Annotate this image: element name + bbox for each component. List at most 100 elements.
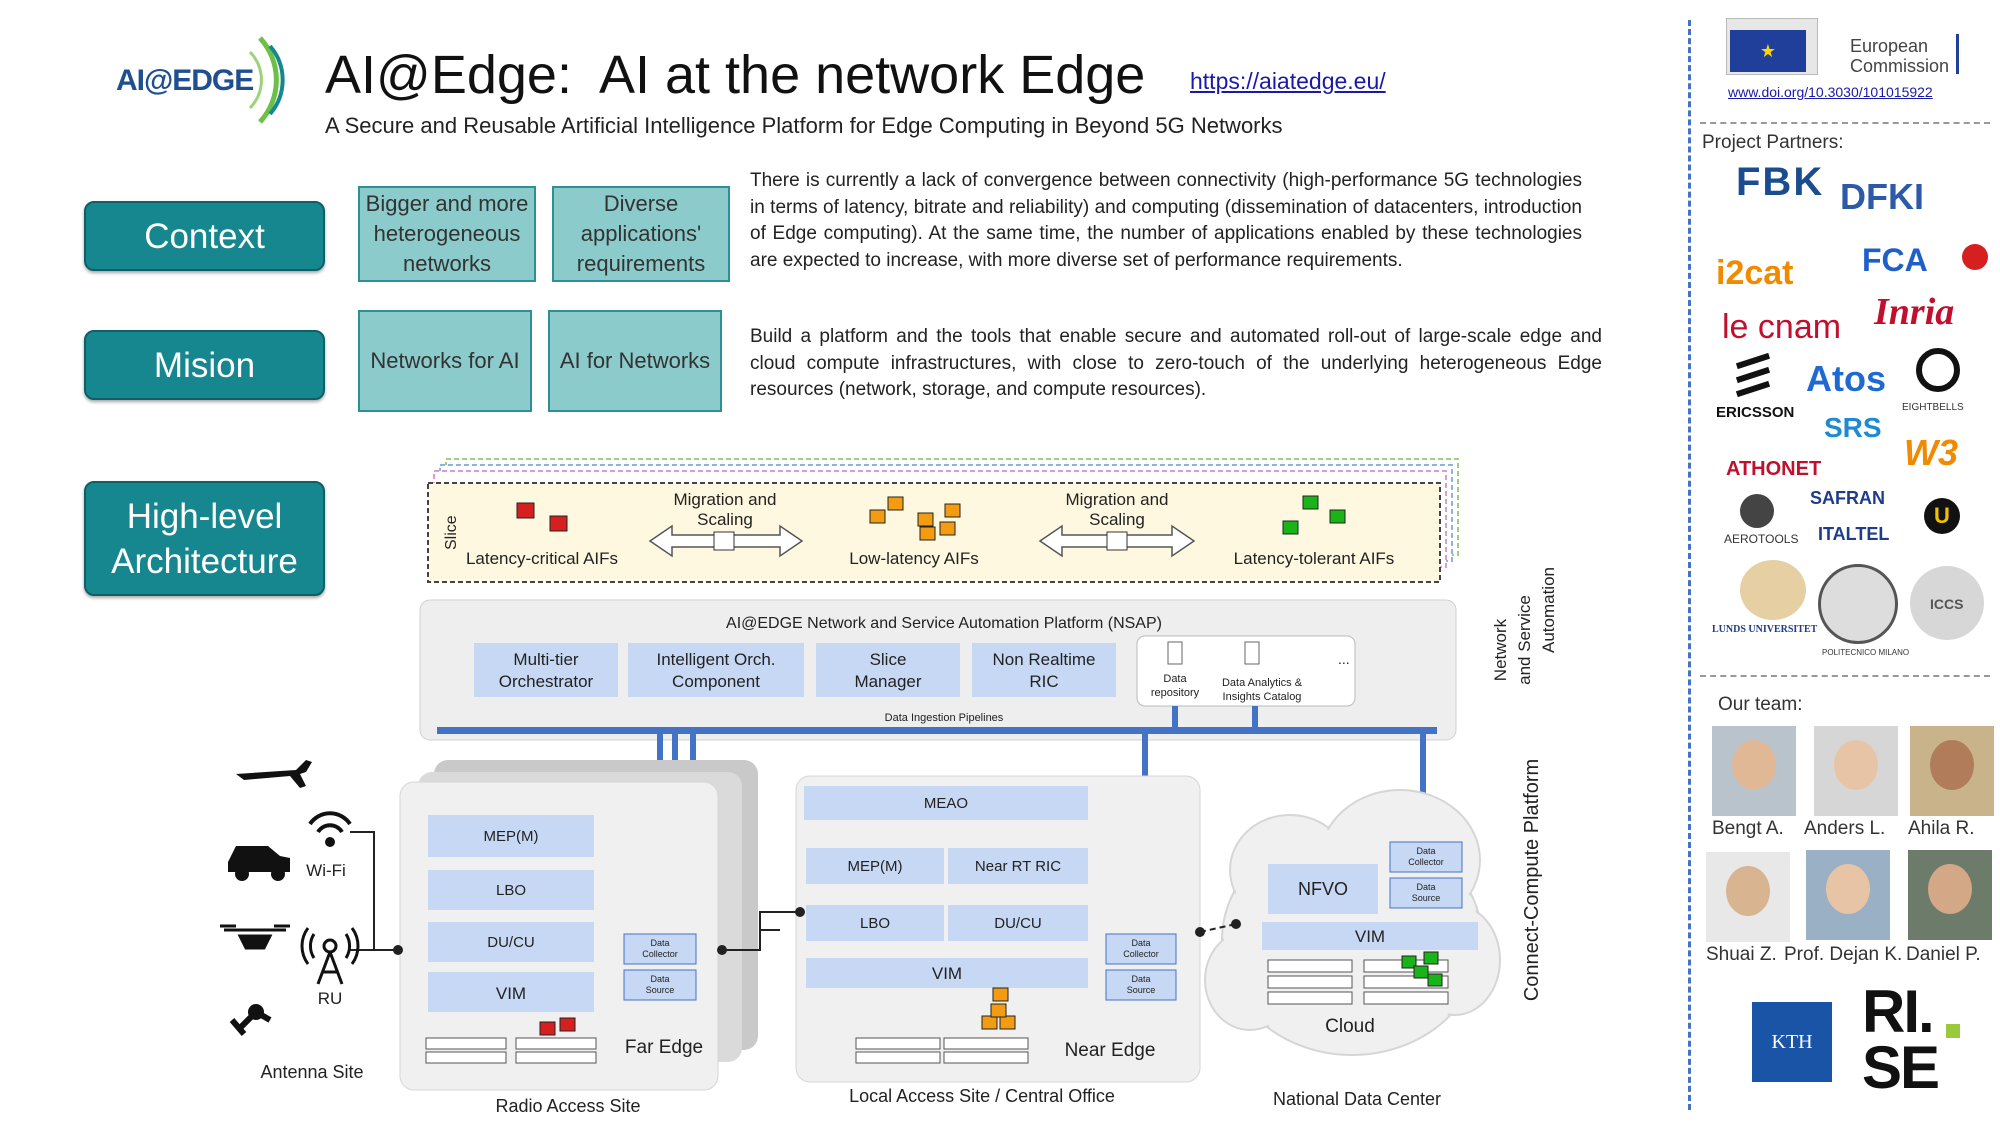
radio-vim-module xyxy=(428,972,594,1012)
migration-label-2b: Scaling xyxy=(1089,510,1145,529)
partner-logo-italtel: ITALTEL xyxy=(1818,524,1890,544)
partner-logo-athonet: ATHONET xyxy=(1726,458,1822,480)
nsap-module-1b: Orchestrator xyxy=(499,672,594,691)
migration-arrow-right xyxy=(1038,524,1196,558)
partner-logo-i2cat: i2cat xyxy=(1716,254,1794,292)
rise-logo-line2: SE xyxy=(1862,1034,1940,1101)
latency-tolerant-cubes xyxy=(1282,495,1346,535)
near-vim-label: VIM xyxy=(932,964,962,983)
radio-access-site-label: Radio Access Site xyxy=(495,1096,640,1116)
near-edge-servers xyxy=(855,1037,1029,1064)
car-icon xyxy=(228,846,290,881)
migration-label-1a: Migration and xyxy=(673,490,776,509)
far-edge-data-collector xyxy=(623,933,697,965)
nsap-title: AI@EDGE Network and Service Automation P… xyxy=(726,615,1162,632)
architecture-section-label: High-level Architecture xyxy=(84,481,325,596)
sidebar-separator-top xyxy=(1700,122,1990,124)
national-data-center-label: National Data Center xyxy=(1273,1089,1441,1109)
project-url-link[interactable]: https://aiatedge.eu/ xyxy=(1190,68,1386,94)
radio-ducu-module xyxy=(428,922,594,962)
doi-link[interactable]: www.doi.org/10.3030/101015922 xyxy=(1728,84,1933,100)
ericsson-icon xyxy=(1735,352,1771,398)
svg-text:Data Analytics &Insights Catal: Data Analytics &Insights Catalog xyxy=(1222,677,1303,703)
partner-logo-w3: W3 xyxy=(1904,432,1958,473)
near-ducu-label: DU/CU xyxy=(994,915,1042,932)
iccs-seal-icon xyxy=(1910,566,1984,640)
polimi-seal-icon xyxy=(1818,564,1898,644)
context-description: There is currently a lack of convergence… xyxy=(750,170,1582,271)
nfvo-label: NFVO xyxy=(1298,879,1348,899)
ec-name-line2: Commission xyxy=(1850,56,1950,76)
site-connections xyxy=(350,831,1241,955)
cloud-data-collector xyxy=(1389,841,1463,873)
partners-title: Project Partners: xyxy=(1702,132,1844,153)
automation-label-1: Network xyxy=(1491,618,1510,681)
lund-seal-icon xyxy=(1740,560,1806,620)
module-slice-manager xyxy=(816,643,960,697)
module-non-realtime-ric xyxy=(972,643,1116,697)
rise-logo: RI. SE xyxy=(1862,978,1972,1104)
antenna-site-label: Antenna Site xyxy=(260,1062,363,1082)
far-edge-label: Far Edge xyxy=(625,1037,703,1058)
near-edge-data-collector xyxy=(1105,933,1177,965)
near-ducu-module xyxy=(948,905,1088,941)
team-name-shuai: Shuai Z. xyxy=(1706,944,1777,965)
meao-label: MEAO xyxy=(924,795,968,812)
logo-text: AI@EDGE xyxy=(116,64,254,97)
data-catalog-box xyxy=(1136,635,1356,707)
rise-logo-line1: RI. xyxy=(1862,978,1935,1045)
team-name-ahila: Ahila R. xyxy=(1908,818,1975,839)
nsap-module-3a: Slice xyxy=(870,650,907,669)
sidebar-separator-bottom xyxy=(1700,675,1990,677)
aiatedge-logo: AI@EDGE xyxy=(110,30,310,130)
latency-critical-label: Latency-critical AIFs xyxy=(466,549,618,568)
cloud-servers xyxy=(1267,959,1449,1005)
near-edge-label: Near Edge xyxy=(1065,1040,1156,1061)
partner-logo-lunds: LUNDS UNIVERSITET xyxy=(1712,624,1818,635)
partner-logo-atos: Atos xyxy=(1806,358,1886,399)
mision-box-ai-for-networks: AI for Networks xyxy=(548,310,722,412)
page-title: AI@Edge: AI at the network Edge xyxy=(325,45,1146,105)
nsap-module-2a: Intelligent Orch. xyxy=(656,650,775,669)
context-box-diverse-requirements: Diverse applications' requirements xyxy=(552,186,730,282)
data-ingestion-pipeline xyxy=(437,727,1437,734)
sidebar-divider xyxy=(1688,20,1691,1110)
meao-module xyxy=(804,786,1088,820)
partner-logo-eightbells: EIGHTBELLS xyxy=(1902,402,1964,413)
drone-icon xyxy=(220,924,290,950)
nsap-module-2b: Component xyxy=(672,672,760,691)
partner-logo-fbk: FBK xyxy=(1736,160,1825,204)
nsap-module-4a: Non Realtime xyxy=(993,650,1096,669)
module-multi-tier-orchestrator xyxy=(474,643,618,697)
context-box-heterogeneous-networks: Bigger and more heterogeneous networks xyxy=(358,186,536,282)
migration-label-1b: Scaling xyxy=(697,510,753,529)
cloud-vim-module xyxy=(1262,922,1478,950)
connect-compute-label: Connect-Compute Platform xyxy=(1521,759,1543,1001)
partner-logo-iccs: ICCS xyxy=(1930,596,1964,612)
architecture-diagram: Slice Migration and Scaling Migration an… xyxy=(220,458,1558,1116)
automation-label-2: and Service xyxy=(1515,595,1534,685)
latency-tolerant-label: Latency-tolerant AIFs xyxy=(1234,549,1395,568)
cloud-label: Cloud xyxy=(1325,1016,1375,1037)
team-name-anders: Anders L. xyxy=(1804,818,1886,839)
wifi-icon xyxy=(308,811,352,847)
svg-text:Intelligent Orch.Component: Intelligent Orch. Component xyxy=(656,650,775,691)
team-name-daniel: Daniel P. xyxy=(1906,944,1981,965)
data-ingestion-label: Data Ingestion Pipelines xyxy=(885,712,1004,724)
low-latency-cubes xyxy=(869,496,961,541)
ru-label: RU xyxy=(318,989,343,1008)
ec-name-line1: European xyxy=(1850,36,1929,56)
kth-logo-text: KTH xyxy=(1771,1030,1813,1053)
far-edge-data-source xyxy=(623,969,697,1001)
nsap-module-1a: Multi-tier xyxy=(513,650,579,669)
radio-mep-label: MEP(M) xyxy=(484,828,539,845)
team-title: Our team: xyxy=(1718,694,1803,715)
migration-label-2a: Migration and xyxy=(1065,490,1168,509)
